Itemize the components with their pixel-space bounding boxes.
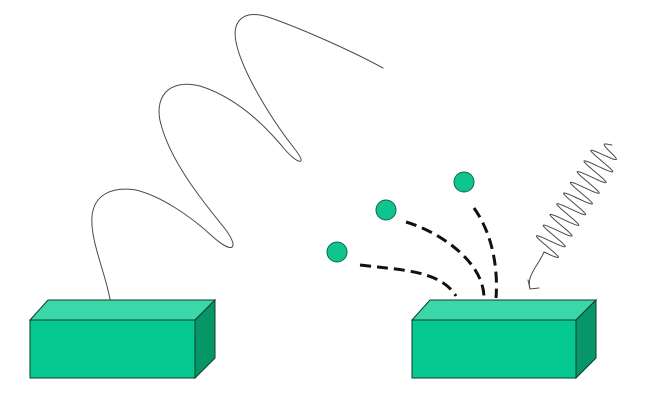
right-block-front <box>411 319 577 379</box>
left-block <box>28 298 217 380</box>
particle-track-left <box>359 263 458 297</box>
low-frequency-wave-path <box>91 14 384 313</box>
high-frequency-wave-arrowhead <box>527 279 540 290</box>
particle-left <box>326 241 348 263</box>
left-block-front <box>29 319 196 379</box>
right-block <box>410 298 598 380</box>
low-frequency-wave <box>91 14 384 314</box>
high-frequency-wave <box>527 143 617 290</box>
high-frequency-wave-path <box>528 143 617 290</box>
particles <box>326 171 475 263</box>
particle-tracks <box>359 207 498 299</box>
particle-right <box>453 171 475 193</box>
right-block-top <box>410 299 598 321</box>
left-block-top <box>28 299 217 321</box>
particle-track-right <box>472 207 498 299</box>
particle-track-middle <box>405 220 486 299</box>
particle-middle <box>375 199 397 221</box>
